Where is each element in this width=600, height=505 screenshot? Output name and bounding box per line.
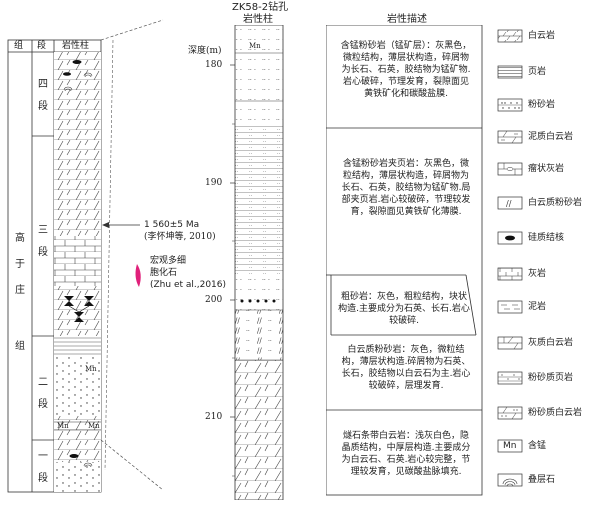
svg-text://: // bbox=[506, 199, 512, 208]
description-block-5: 燧石条带白云岩：浅灰白色，隐晶质结构，中厚层构造.主要成分为白云石、石英.岩心较… bbox=[341, 431, 471, 477]
age-label: 1 560±5 Ma bbox=[144, 220, 200, 230]
depth-tick-label: 210 bbox=[205, 412, 223, 422]
stromatolite-icon bbox=[497, 473, 523, 487]
fossil-label-line2: 胞化石 bbox=[150, 268, 178, 278]
core-title: ZK58-2钻孔 bbox=[232, 2, 289, 13]
manganese-icon bbox=[497, 439, 523, 453]
legend-label-manganese: 含锰 bbox=[528, 441, 547, 451]
manganese-symbol: Mn bbox=[503, 441, 517, 451]
section-2-label: 二 段 bbox=[38, 377, 48, 410]
description-frame bbox=[326, 25, 483, 496]
description-block-4: 白云质粉砂岩：灰色，微粒结构，薄层状构造.碎屑物为石英、长石，胶结物以白云石为主… bbox=[341, 345, 471, 391]
header-group: 组 bbox=[14, 41, 24, 51]
legend-label-nodular-limestone: 瘤状灰岩 bbox=[528, 164, 565, 174]
group-char: 庄 bbox=[15, 285, 25, 296]
left-column-frame bbox=[7, 19, 164, 493]
description-block-3: 粗砂岩：灰色，粗粒结构，块状构造.主要成分为石英、长石.岩心较破碎. bbox=[338, 292, 470, 326]
group-char: 组 bbox=[15, 341, 25, 352]
depth-tick-label: 200 bbox=[205, 295, 223, 305]
group-char: 于 bbox=[15, 259, 25, 270]
core-subtitle: 岩性柱 bbox=[243, 14, 273, 25]
legend-label-muddy-dolomite: 泥质白云岩 bbox=[528, 132, 574, 142]
description-block-1: 含锰粉砂岩（锰矿层）：灰黑色，微粒结构，薄层状构造，碎屑物为长石、石英，胶结物为… bbox=[340, 41, 472, 99]
fossil-reference: (Zhu et al.,2016) bbox=[150, 280, 227, 290]
annotation-arrow-lines bbox=[102, 222, 141, 287]
mudstone-icon bbox=[497, 300, 523, 314]
depth-label: 深度(m) bbox=[188, 46, 222, 56]
core-column-svg: ·· · ·· // ·· bbox=[230, 25, 284, 500]
dolomite-icon bbox=[497, 29, 523, 43]
fossil-label-line1: 宏观多细 bbox=[150, 256, 187, 266]
shale-icon bbox=[497, 65, 523, 79]
legend-label-chert-nodule: 硅质结核 bbox=[528, 233, 565, 243]
silty-shale-icon bbox=[497, 371, 523, 385]
section-1-label: 一 段 bbox=[38, 451, 48, 484]
legend-label-siltstone: 粉砂岩 bbox=[528, 100, 556, 110]
legend-label-mudstone: 泥岩 bbox=[528, 302, 547, 312]
description-title: 岩性描述 bbox=[387, 14, 427, 25]
legend-label-limestone: 灰岩 bbox=[528, 269, 547, 279]
legend-label-shale: 页岩 bbox=[528, 67, 547, 77]
section-4-label: 四 段 bbox=[38, 79, 48, 112]
legend-label-dolomitic-siltstone: 白云质粉砂岩 bbox=[528, 198, 583, 208]
dolomitic-siltstone-icon bbox=[497, 196, 523, 210]
legend-label-silty-shale: 粉砂质页岩 bbox=[528, 373, 574, 383]
core-mn-label: Mn bbox=[249, 42, 261, 50]
legend-label-calcareous-dolomite: 灰质白云岩 bbox=[528, 338, 574, 348]
mn-label: Mn bbox=[85, 365, 97, 373]
legend-label-dolomite: 白云岩 bbox=[528, 31, 556, 41]
group-char: 高 bbox=[15, 233, 25, 244]
legend-label-silty-dolomite: 粉砂质白云岩 bbox=[528, 408, 583, 418]
description-block-2: 含锰粉砂岩夹页岩：灰黑色，微粒结构，薄层状构造，碎屑物为长石、石英，胶结物为锰矿… bbox=[341, 159, 471, 217]
mn-label: Mn bbox=[88, 422, 100, 430]
depth-tick-label: 180 bbox=[205, 60, 223, 70]
legend-label-stromatolite: 叠层石 bbox=[528, 475, 556, 485]
age-reference: (李怀坤等, 2010) bbox=[144, 232, 216, 242]
header-lithology: 岩性柱 bbox=[62, 41, 90, 51]
header-section: 段 bbox=[37, 41, 47, 51]
depth-tick-label: 190 bbox=[205, 178, 223, 188]
limestone-icon bbox=[497, 267, 523, 281]
legend-symbols: // bbox=[497, 29, 523, 487]
mn-label: Mn bbox=[57, 422, 69, 430]
section-3-label: 三 段 bbox=[38, 225, 48, 258]
